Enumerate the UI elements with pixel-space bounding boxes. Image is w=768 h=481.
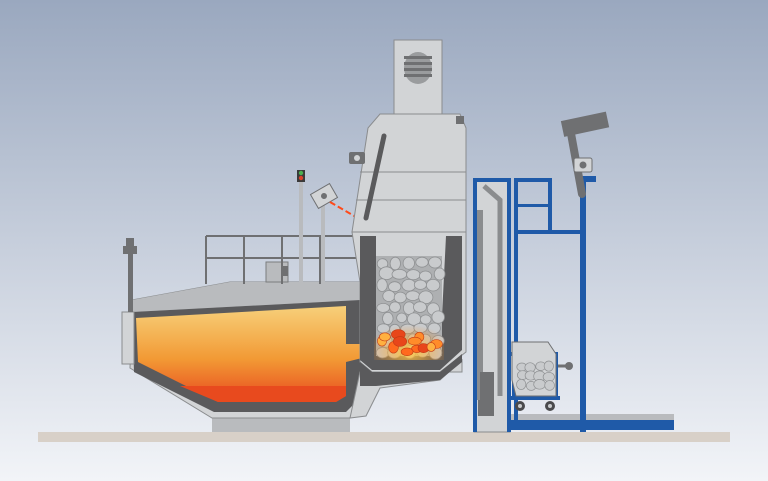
glowing-scrap-piece bbox=[400, 347, 414, 356]
lift-frame-top bbox=[514, 178, 552, 182]
hearth-door bbox=[121, 311, 135, 365]
pusher-rod bbox=[363, 133, 387, 221]
shaft-top-fitting bbox=[456, 116, 464, 124]
lift-mast bbox=[580, 176, 586, 432]
lift-tower-right-beam bbox=[507, 178, 511, 432]
hydraulic-pipe-upper bbox=[482, 184, 503, 396]
scrap-piece bbox=[389, 256, 401, 271]
scrap-piece bbox=[389, 301, 401, 313]
left-post bbox=[123, 238, 137, 312]
scrap-piece bbox=[376, 302, 391, 313]
laser-sensor-pole bbox=[321, 202, 325, 282]
scrap-piece bbox=[415, 256, 429, 268]
glowing-scrap-piece bbox=[426, 342, 436, 352]
shaft-transition-lining bbox=[360, 354, 462, 386]
lift-frame-inner-post bbox=[514, 178, 518, 430]
ground-slab bbox=[38, 432, 730, 442]
burner-valve bbox=[282, 266, 288, 276]
scrap-piece bbox=[425, 279, 441, 292]
scrap-piece bbox=[393, 291, 407, 304]
scrap-piece bbox=[405, 290, 421, 301]
scrap-piece bbox=[433, 267, 446, 281]
bucket-scrap-piece bbox=[544, 380, 555, 391]
scrap-piece bbox=[413, 301, 427, 313]
bucket-scrap-piece bbox=[543, 360, 554, 372]
lift-tower-top-beam bbox=[473, 178, 511, 182]
bucket-scrap-piece bbox=[542, 371, 555, 382]
glowing-scrap bbox=[377, 329, 443, 356]
left-post-cap bbox=[126, 238, 134, 248]
bucket-scrap-piece bbox=[533, 379, 546, 390]
laser-sensor-lens-icon bbox=[321, 193, 327, 199]
scrap-piece bbox=[378, 266, 395, 281]
scrap-piece bbox=[376, 278, 388, 292]
glowing-scrap-piece bbox=[407, 336, 422, 346]
glowing-scrap-piece bbox=[379, 332, 391, 342]
lift-frame-cross bbox=[514, 204, 552, 207]
glowing-scrap-piece bbox=[392, 336, 407, 347]
melting-hearth bbox=[121, 261, 370, 432]
molten-bath-bottom bbox=[180, 386, 346, 402]
hearth-foundation bbox=[212, 418, 350, 432]
signal-lamp-green-icon bbox=[298, 170, 304, 176]
signal-lamp-mast bbox=[297, 170, 305, 282]
charging-shaft bbox=[349, 39, 467, 419]
scrap-piece bbox=[402, 256, 415, 270]
shaft-refractory bbox=[360, 236, 462, 370]
lift-tower-left-beam bbox=[473, 178, 477, 432]
signal-lamp-red-icon bbox=[298, 175, 304, 181]
scrap-piece bbox=[382, 290, 396, 302]
bucket-lift bbox=[473, 111, 674, 433]
lift-frame-arm bbox=[514, 230, 586, 234]
scrap-piece bbox=[418, 290, 434, 305]
lift-mast-top bbox=[578, 176, 596, 182]
scrap-piece bbox=[428, 256, 442, 269]
scrap-piece bbox=[401, 279, 417, 292]
carriage-latch-icon bbox=[565, 362, 573, 370]
scrap-piece bbox=[388, 281, 402, 293]
molten-bath bbox=[136, 306, 370, 402]
scrap-piece bbox=[418, 270, 432, 282]
left-post-bracket bbox=[123, 246, 137, 254]
hearth-roof bbox=[132, 282, 360, 312]
hydraulic-motor bbox=[478, 400, 494, 416]
scrap-piece bbox=[391, 268, 408, 280]
exhaust-fan-icon bbox=[404, 52, 432, 84]
scrap-piece bbox=[413, 279, 427, 290]
left-post-shaft bbox=[128, 252, 133, 312]
carriage-bottom-bar bbox=[510, 396, 560, 400]
scrap-piece bbox=[406, 269, 421, 281]
bucket-scrap bbox=[516, 360, 555, 391]
service-railing bbox=[205, 235, 356, 284]
signal-mast-pole bbox=[299, 182, 303, 282]
bucket-scrap-piece bbox=[516, 378, 527, 390]
lift-base-rail bbox=[510, 420, 674, 430]
hydraulic-pump bbox=[480, 372, 494, 400]
